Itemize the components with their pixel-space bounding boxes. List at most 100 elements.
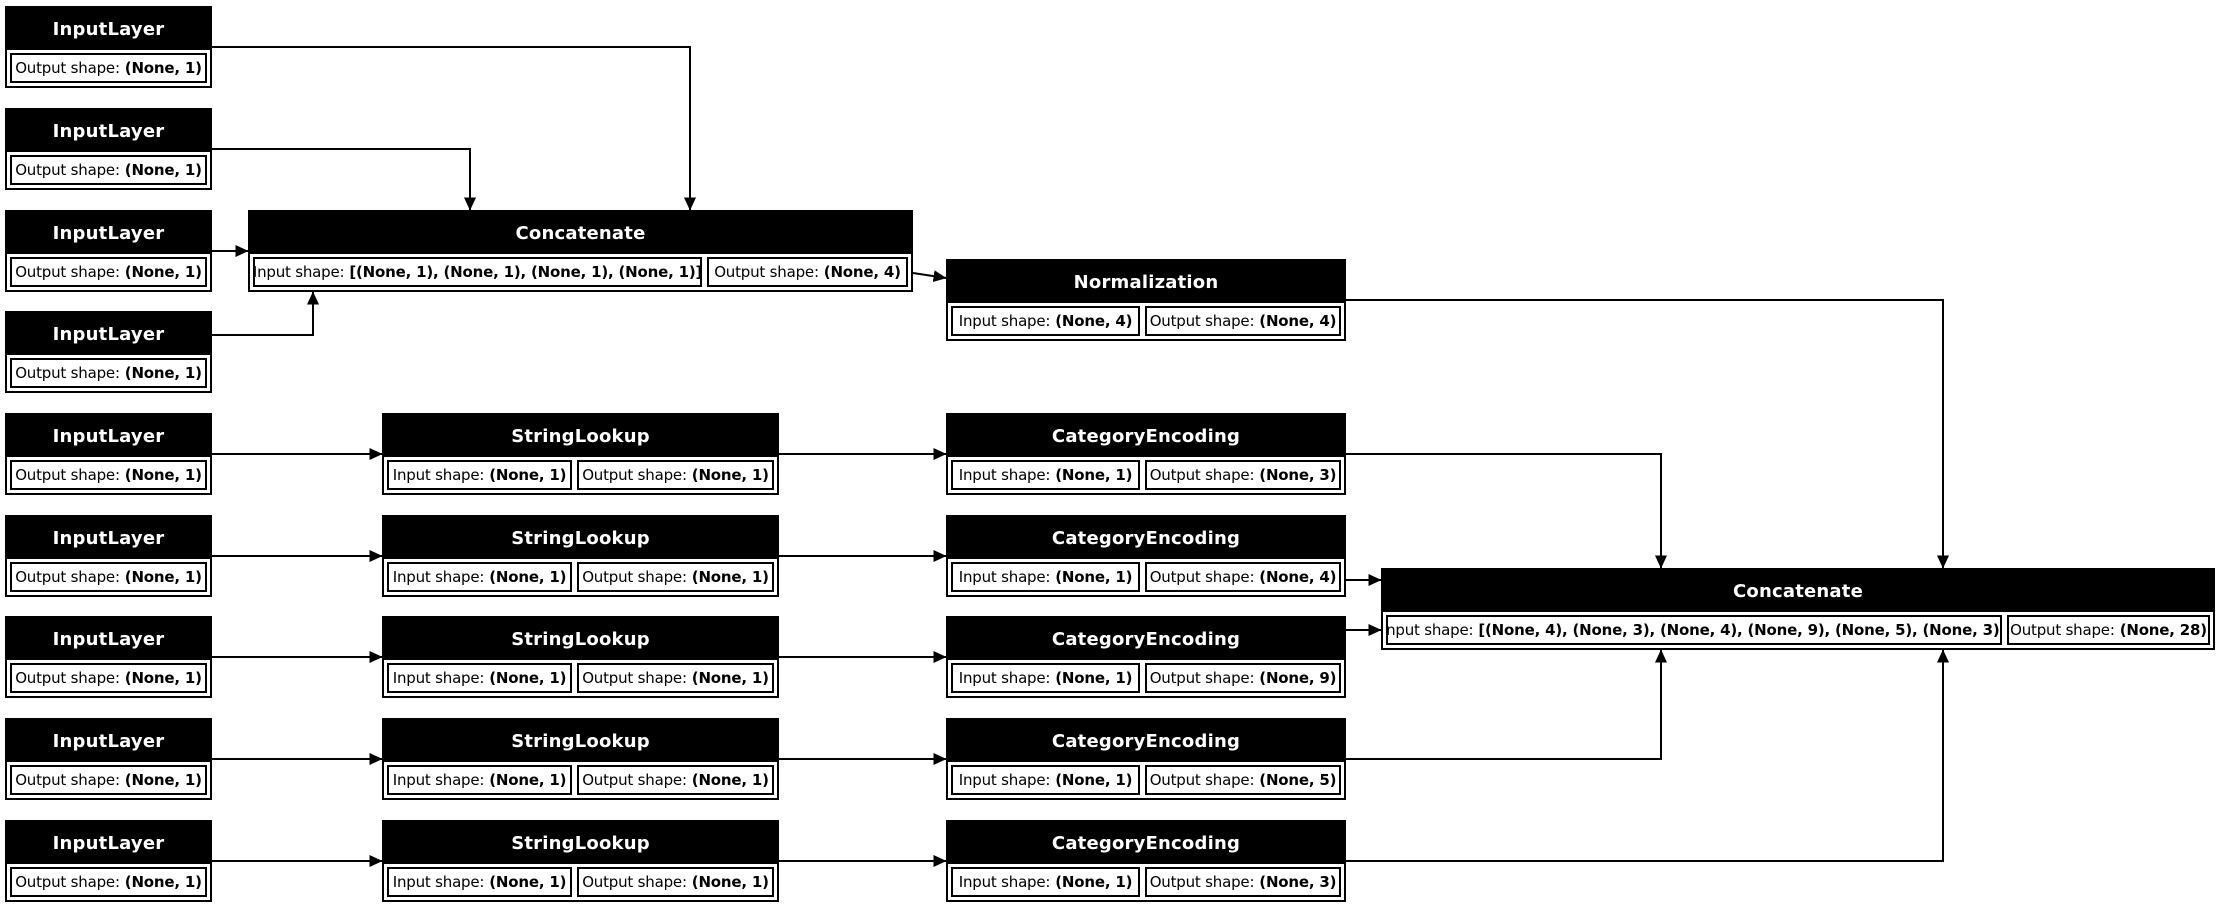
shape-cells-row: Input shape:(None, 1) Output shape:(None,… [948,457,1344,493]
shape-cells-row: Input shape:(None, 1)Output shape:(None,… [384,559,777,595]
shape-value: (None, 4) [1259,312,1337,330]
shape-label: Output shape: [1149,873,1255,891]
shape-label: Output shape: [1149,568,1255,586]
input-shape-cell: Input shape:(None, 1) [387,562,572,592]
input-shape-cell: Input shape:(None, 1) [951,460,1140,490]
shape-label: Input shape: [392,669,485,687]
edge-encode_9-to-concat_2 [1346,649,1949,862]
shape-value: (None, 1) [124,161,202,179]
shape-value: (None, 1) [124,263,202,281]
input-shape-cell: Input shape:[(None, 4), (None, 3), (None… [1386,615,2002,645]
edge-norm_1-to-concat_2 [1346,299,1949,569]
shape-value: (None, 5) [1259,771,1337,789]
input-shape-cell: Input shape:(None, 4) [951,306,1140,336]
shape-cells-row: Output shape:(None, 1) [7,254,210,290]
input-shape-cell: Input shape:(None, 1) [951,867,1140,897]
shape-value: (None, 1) [489,771,567,789]
shape-cells-row: Input shape:(None, 1)Output shape:(None,… [384,762,777,798]
shape-value: (None, 1) [1055,873,1133,891]
input-shape-cell: Input shape:(None, 1) [387,765,572,795]
layer-type-title: Concatenate [250,212,911,254]
shape-cells-row: Output shape:(None, 1) [7,50,210,86]
layer-type-title: CategoryEncoding [948,822,1344,864]
shape-cells-row: Output shape:(None, 1) [7,355,210,391]
shape-value: (None, 1) [691,568,769,586]
shape-value: (None, 1) [691,873,769,891]
shape-label: Output shape: [15,364,120,382]
edge-input_1-to-concat_1 [212,46,696,211]
output-shape-cell: Output shape:(None, 1) [10,562,207,592]
output-shape-cell: Output shape:(None, 1) [10,765,207,795]
output-shape-cell: Output shape:(None, 1) [577,867,774,897]
output-shape-cell: Output shape:(None, 28) [2007,615,2210,645]
layer-type-title: CategoryEncoding [948,415,1344,457]
output-shape-cell: Output shape:(None, 1) [577,663,774,693]
layer-type-title: InputLayer [7,618,210,660]
shape-cells-row: Input shape:(None, 1)Output shape:(None,… [384,864,777,900]
input-shape-cell: Input shape:(None, 1) [387,663,572,693]
shape-label: Output shape: [1149,466,1255,484]
shape-cells-row: Input shape:(None, 1)Output shape:(None,… [384,457,777,493]
shape-cells-row: Input shape:[(None, 4), (None, 3), (None… [1383,612,2213,648]
shape-value: (None, 3) [1259,873,1337,891]
shape-value: (None, 1) [489,669,567,687]
shape-value: (None, 1) [1055,669,1133,687]
shape-value: (None, 1) [124,59,202,77]
output-shape-cell: Output shape:(None, 9) [1145,663,1341,693]
layer-type-title: InputLayer [7,415,210,457]
output-shape-cell: Output shape:(None, 1) [10,460,207,490]
shape-label: Output shape: [582,466,687,484]
layer-type-title: StringLookup [384,618,777,660]
layer-type-title: InputLayer [7,517,210,559]
shape-label: Input shape: [392,771,485,789]
output-shape-cell: Output shape:(None, 1) [577,562,774,592]
shape-cells-row: Output shape:(None, 1) [7,762,210,798]
shape-cells-row: Output shape:(None, 1) [7,457,210,493]
layer-type-title: InputLayer [7,110,210,152]
shape-value: (None, 1) [124,669,202,687]
shape-label: Input shape: [958,873,1051,891]
shape-label: Output shape: [15,568,120,586]
edge-encode_5-to-concat_2 [1346,453,1667,569]
output-shape-cell: Output shape:(None, 1) [10,53,207,83]
shape-cells-row: Output shape:(None, 1) [7,864,210,900]
shape-label: Output shape: [582,568,687,586]
shape-value: (None, 1) [124,568,202,586]
shape-value: (None, 4) [1259,568,1337,586]
input-shape-cell: Input shape:(None, 1) [387,460,572,490]
output-shape-cell: Output shape:(None, 1) [577,765,774,795]
layer-type-title: CategoryEncoding [948,618,1344,660]
shape-label: Output shape: [714,263,819,281]
shape-label: Output shape: [1149,771,1255,789]
layer-type-title: Normalization [948,261,1344,303]
shape-label: Output shape: [582,771,687,789]
shape-cells-row: Input shape:(None, 1)Output shape:(None,… [948,660,1344,696]
shape-value: (None, 1) [1055,771,1133,789]
output-shape-cell: Output shape:(None, 4) [707,257,908,287]
layer-type-title: InputLayer [7,212,210,254]
shape-label: Input shape: [958,771,1051,789]
shape-value: (None, 3) [1259,466,1337,484]
output-shape-cell: Output shape:(None, 1) [10,663,207,693]
output-shape-cell: Output shape:(None, 4) [1145,306,1341,336]
shape-cells-row: Output shape:(None, 1) [7,559,210,595]
shape-value: (None, 1) [124,466,202,484]
